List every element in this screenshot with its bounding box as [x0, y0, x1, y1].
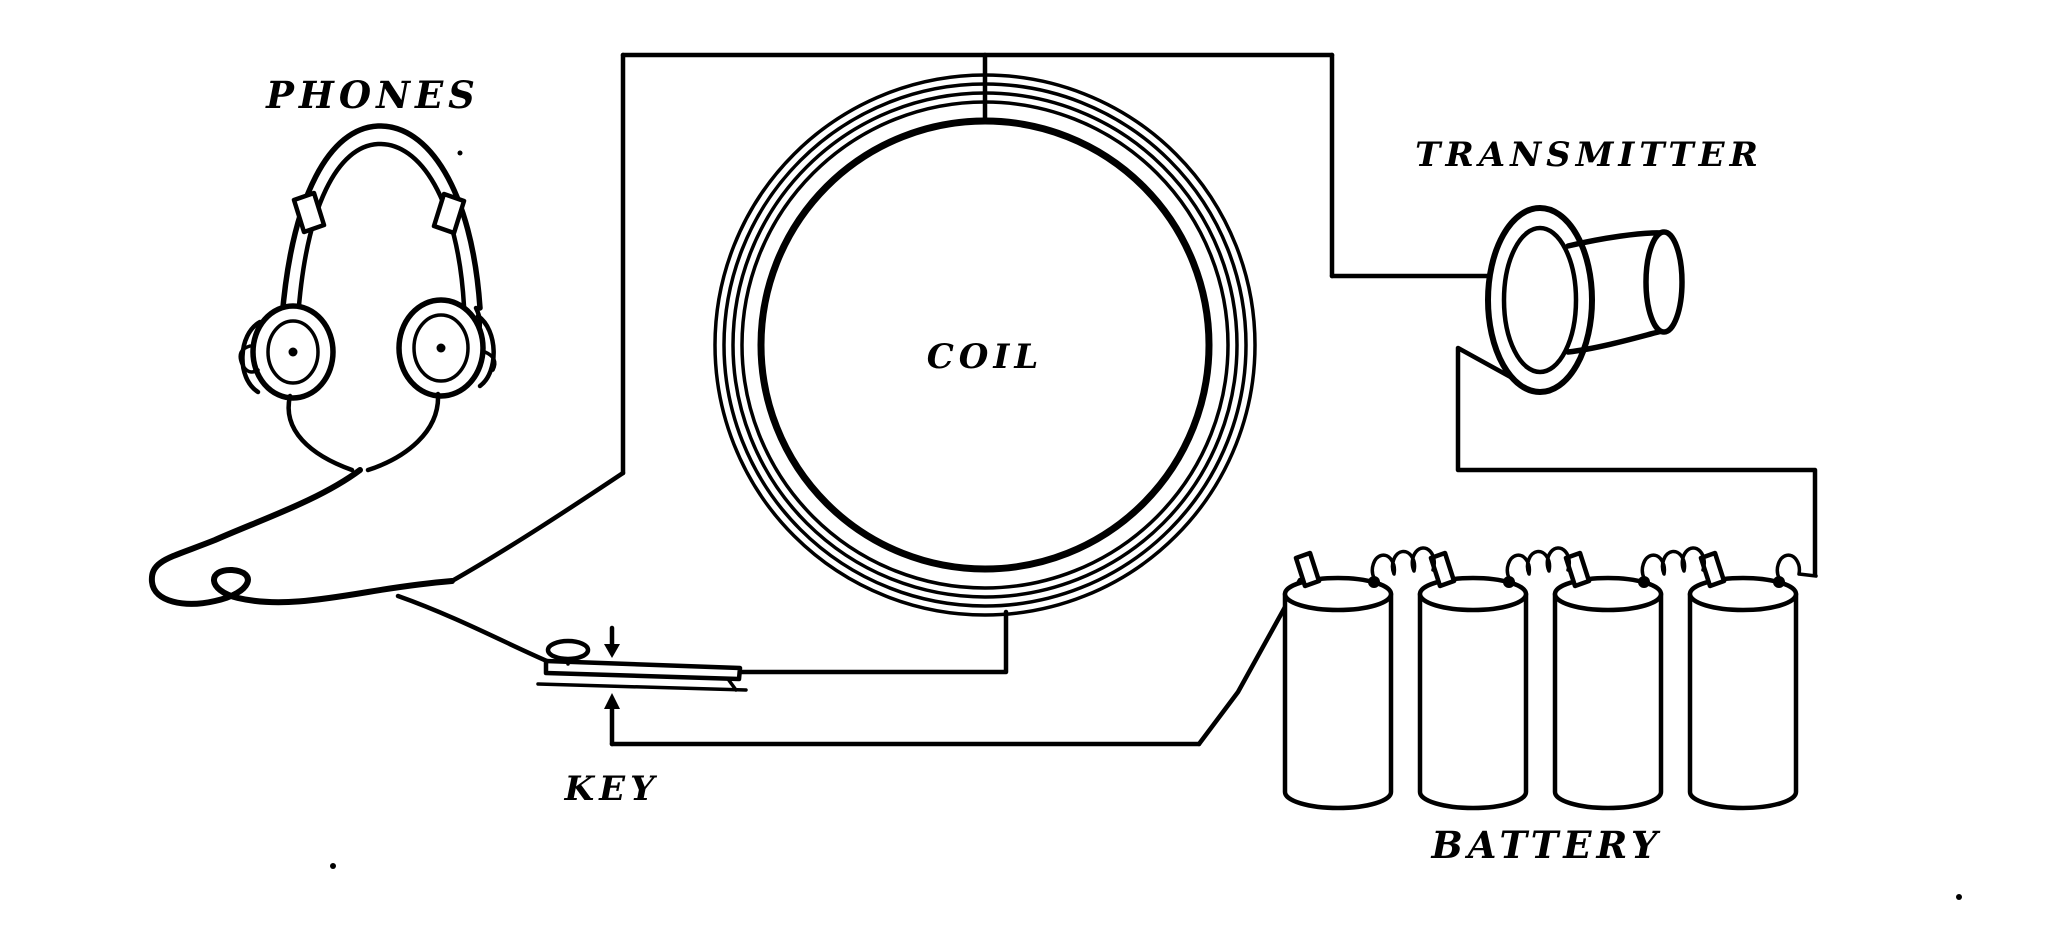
- battery-terminal-dot: [1638, 576, 1650, 588]
- coil-turn: [740, 100, 1230, 590]
- transmitter-horn-top: [1565, 230, 1665, 249]
- battery-jumper-wire: [1775, 553, 1818, 580]
- battery-jumper-wire: [1505, 546, 1572, 580]
- headphone-cord-right: [365, 391, 441, 473]
- key-lever-bar: [543, 658, 743, 682]
- battery-terminal-dot: [1368, 576, 1380, 588]
- earcup-right-ring: [412, 313, 470, 383]
- transmitter-disc-ring: [1501, 225, 1579, 375]
- battery-cell: [1687, 550, 1799, 811]
- key-pivot: [726, 677, 738, 692]
- headphone-cord-slack: [148, 467, 455, 607]
- battery-cell: [1417, 550, 1529, 811]
- earcup-left-hook: [238, 344, 260, 374]
- earcup-left-ring: [266, 319, 320, 385]
- battery-cell-body: [1282, 591, 1394, 811]
- battery-terminal-clip: [1563, 550, 1592, 589]
- coil-turn: [731, 91, 1239, 599]
- key-label: KEY: [564, 769, 660, 809]
- wire-transmitter-to-battery: [1455, 345, 1818, 578]
- headphone-band-adjuster: [291, 190, 327, 235]
- wire-phones-to-key: [395, 593, 557, 667]
- battery-drawing: [1282, 546, 1818, 811]
- headphone-cord-left: [286, 393, 355, 473]
- coil-drawing: [713, 73, 1257, 617]
- telegraph-key-drawing: [536, 625, 748, 747]
- battery-jumper-wire: [1640, 546, 1707, 580]
- transmitter-label: TRANSMITTER: [1415, 135, 1763, 175]
- ink-specks: [330, 150, 1962, 900]
- battery-label: BATTERY: [1431, 823, 1663, 867]
- ink-speck: [1956, 894, 1962, 900]
- diagram-labels: PHONES COIL TRANSMITTER KEY BATTERY: [265, 73, 1763, 867]
- headphone-band-inner: [295, 141, 467, 321]
- ink-speck: [457, 150, 463, 156]
- earcup-right-center: [436, 343, 446, 353]
- battery-terminal-dot: [1503, 576, 1515, 588]
- coil-turn: [722, 82, 1248, 608]
- wire-bus-to-battery: [1196, 577, 1303, 747]
- battery-cell-body: [1552, 591, 1664, 811]
- battery-cell: [1282, 550, 1394, 811]
- battery-terminal-dot: [1773, 576, 1785, 588]
- headphone-shell-left: [240, 319, 263, 395]
- transmitter-horn-bottom: [1565, 328, 1665, 355]
- coil-turn: [713, 73, 1257, 617]
- coil-label: COIL: [927, 337, 1044, 377]
- headphone-shell-right: [475, 313, 496, 389]
- headphone-band-adjuster: [431, 191, 467, 236]
- headphones-drawing: [148, 123, 497, 607]
- key-wire-arrow-head: [604, 693, 620, 709]
- key-base-line: [536, 682, 748, 692]
- phones-label: PHONES: [265, 73, 480, 117]
- battery-cell: [1552, 550, 1664, 811]
- key-press-arrow-head: [604, 644, 620, 658]
- battery-jumper-wire: [1370, 546, 1437, 580]
- circuit-wires: [395, 52, 1818, 747]
- ink-speck: [330, 863, 336, 869]
- transmitter-mouthpiece: [1643, 229, 1685, 335]
- key-knob: [545, 638, 591, 662]
- battery-cell-body: [1417, 591, 1529, 811]
- battery-terminal-clip: [1698, 550, 1727, 589]
- transmitter-drawing: [1485, 205, 1685, 395]
- wire-phones-to-vertical: [449, 470, 626, 584]
- earcup-left-center: [288, 347, 298, 357]
- battery-cell-body: [1687, 591, 1799, 811]
- coil-inner-turn: [757, 117, 1213, 573]
- earcup-right-hook: [483, 350, 497, 372]
- battery-terminal-clip: [1293, 550, 1322, 589]
- battery-terminal-clip: [1428, 550, 1457, 589]
- wire-key-to-coil: [735, 609, 1009, 675]
